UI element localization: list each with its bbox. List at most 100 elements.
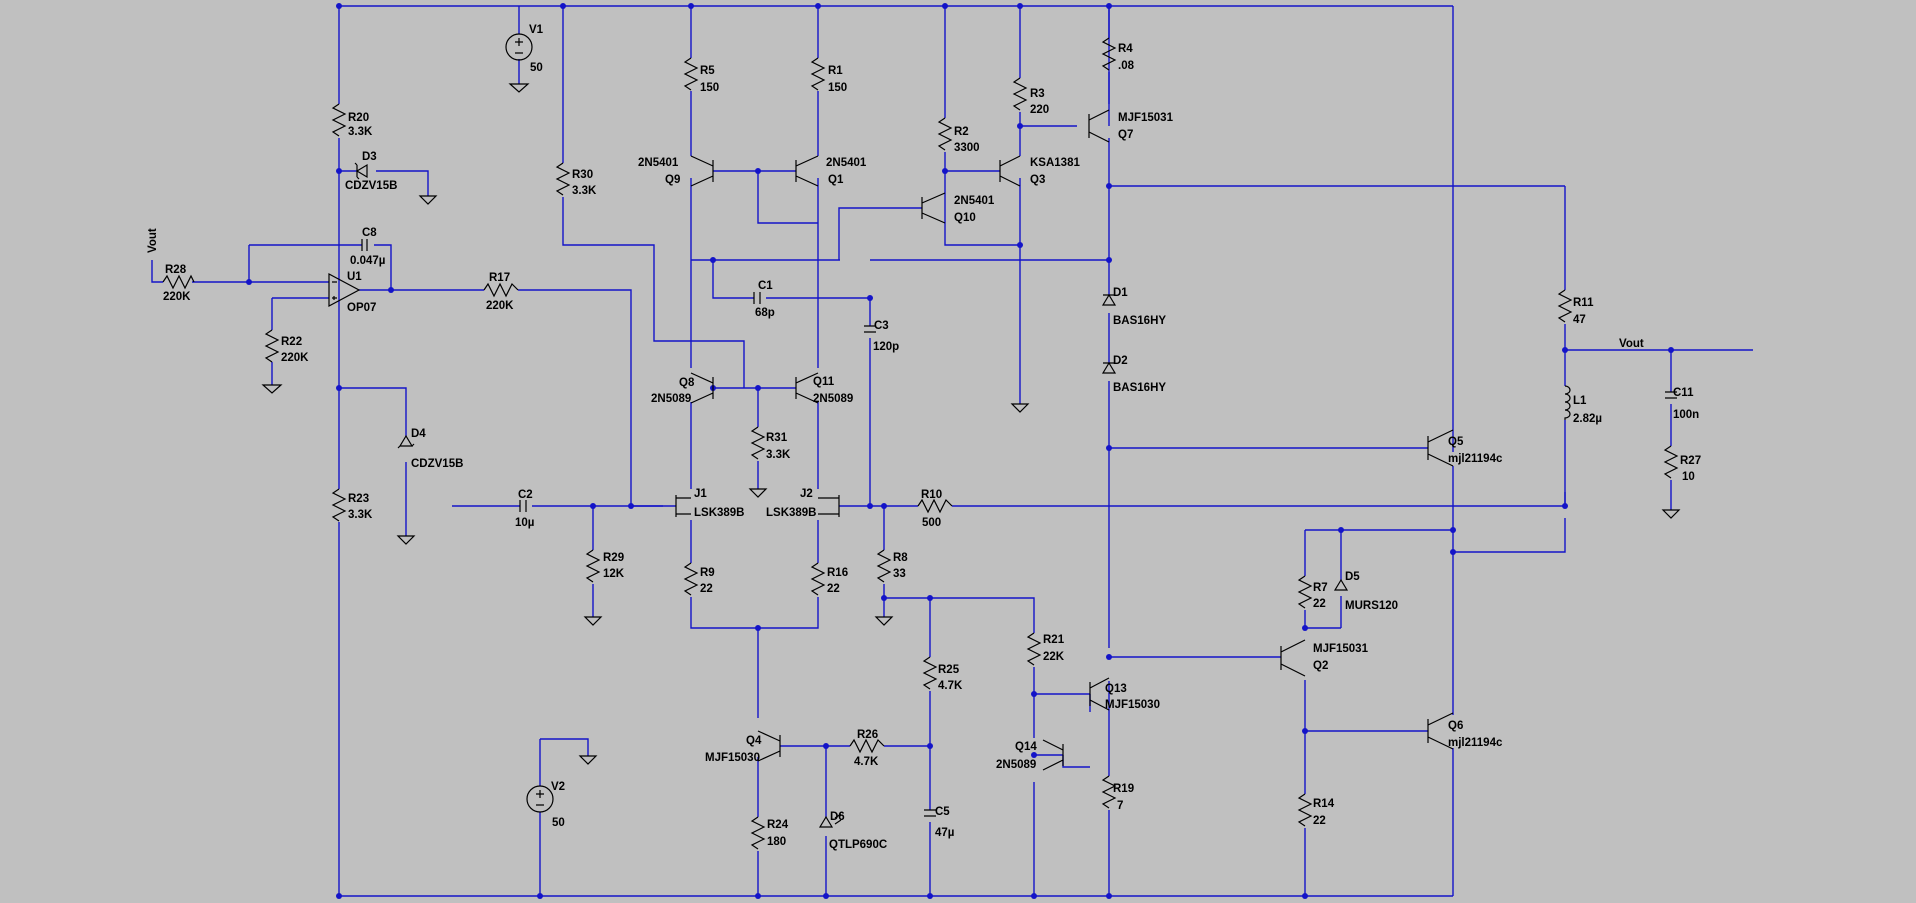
v1-value: 50 [530, 62, 543, 74]
ground-icon [874, 616, 894, 626]
q8-ref: Q8 [679, 377, 695, 389]
q10-ref: Q10 [954, 212, 976, 224]
r1-value: 150 [828, 82, 847, 94]
capacitor-icon [864, 325, 876, 333]
resistor-icon [683, 562, 699, 596]
zener-diode-icon [354, 162, 368, 180]
ground-icon [578, 755, 598, 765]
opamp-icon [328, 273, 361, 307]
transistor-icon [757, 730, 781, 762]
diode-symbols [354, 162, 1349, 828]
r8-ref: R8 [893, 552, 908, 564]
r5-value: 150 [700, 82, 719, 94]
q14-value: 2N5089 [996, 759, 1036, 771]
resistor-icon [1026, 632, 1042, 666]
transistor-icon [1042, 739, 1064, 771]
diode-icon [1101, 361, 1117, 374]
q7-ref: Q7 [1118, 129, 1133, 141]
resistor-icon [331, 488, 347, 522]
r7-value: 22 [1313, 598, 1326, 610]
d3-ref: D3 [362, 151, 377, 163]
r19-ref: R19 [1113, 783, 1134, 795]
r24-value: 180 [767, 836, 786, 848]
c8-value: 0.047µ [350, 255, 385, 267]
resistor-icon [810, 57, 826, 91]
voltage-source-symbols [505, 33, 554, 813]
resistor-icon [849, 738, 885, 754]
d4-value: CDZV15B [411, 458, 463, 470]
ground-icon [396, 535, 416, 545]
resistor-icon [922, 656, 938, 690]
c3-ref: C3 [874, 320, 889, 332]
r2-value: 3300 [954, 142, 980, 154]
r11-ref: R11 [1573, 297, 1594, 309]
r22-value: 220K [281, 352, 309, 364]
transistor-icon [795, 372, 819, 404]
d2-value: BAS16HY [1113, 382, 1166, 394]
resistor-icon [1663, 445, 1679, 479]
c1-ref: C1 [758, 280, 773, 292]
r20-value: 3.3K [348, 126, 373, 138]
r11-value: 47 [1573, 314, 1586, 326]
r27-value: 10 [1682, 471, 1695, 483]
q11-value: 2N5089 [813, 393, 853, 405]
l1-value: 2.82µ [1573, 413, 1602, 425]
q14-ref: Q14 [1015, 741, 1037, 753]
r17-value: 220K [486, 300, 514, 312]
resistor-icon [750, 816, 766, 850]
d2-ref: D2 [1113, 355, 1128, 367]
jfet-icon [675, 495, 691, 517]
ground-icon [583, 616, 603, 626]
r7-ref: R7 [1313, 582, 1328, 594]
r9-ref: R9 [700, 567, 715, 579]
r9-value: 22 [700, 583, 713, 595]
transistor-icon [1089, 677, 1110, 711]
r10-ref: R10 [921, 489, 942, 501]
resistor-icon [937, 117, 953, 151]
q1-value: 2N5401 [826, 157, 867, 169]
r16-ref: R16 [827, 567, 848, 579]
d5-value: MURS120 [1345, 600, 1398, 612]
q13-value: MJF15030 [1105, 699, 1160, 711]
resistor-icon [917, 498, 953, 514]
d4-ref: D4 [411, 428, 426, 440]
r17-ref: R17 [489, 272, 510, 284]
q4-ref: Q4 [746, 735, 762, 747]
q3-ref: Q3 [1030, 174, 1045, 186]
r23-value: 3.3K [348, 509, 373, 521]
resistor-icon [810, 562, 826, 596]
r16-value: 22 [827, 583, 840, 595]
r10-value: 500 [922, 517, 941, 529]
r23-ref: R23 [348, 493, 369, 505]
r3-value: 220 [1030, 104, 1049, 116]
transistor-symbols [675, 109, 1454, 771]
resistor-icon [1101, 775, 1117, 809]
r20-ref: R20 [348, 112, 369, 124]
capacitor-symbols [361, 239, 1677, 817]
transistor-icon [795, 155, 819, 187]
q5-value: mjl21194c [1448, 453, 1503, 465]
ground-icon [1661, 509, 1681, 519]
resistor-icon [1297, 575, 1313, 609]
net-label-vout-output: Vout [1619, 338, 1644, 350]
q10-value: 2N5401 [954, 195, 995, 207]
resistor-icon [683, 57, 699, 91]
d6-ref: D6 [830, 811, 845, 823]
capacitor-icon [519, 500, 527, 512]
voltage-source-icon [526, 785, 554, 813]
r5-ref: R5 [700, 65, 715, 77]
c2-value: 10µ [515, 517, 534, 529]
r31-value: 3.3K [766, 449, 791, 461]
r26-value: 4.7K [854, 756, 879, 768]
resistor-icon [555, 162, 571, 196]
ground-icon [261, 384, 283, 394]
ground-icon [418, 195, 438, 205]
transistor-icon [921, 192, 946, 224]
c8-ref: C8 [362, 227, 377, 239]
r14-value: 22 [1313, 815, 1326, 827]
r22-ref: R22 [281, 336, 302, 348]
r21-value: 22K [1043, 651, 1065, 663]
net-label-vout-input: Vout [147, 228, 159, 253]
l1-ref: L1 [1573, 395, 1587, 407]
resistor-icon [750, 426, 766, 460]
